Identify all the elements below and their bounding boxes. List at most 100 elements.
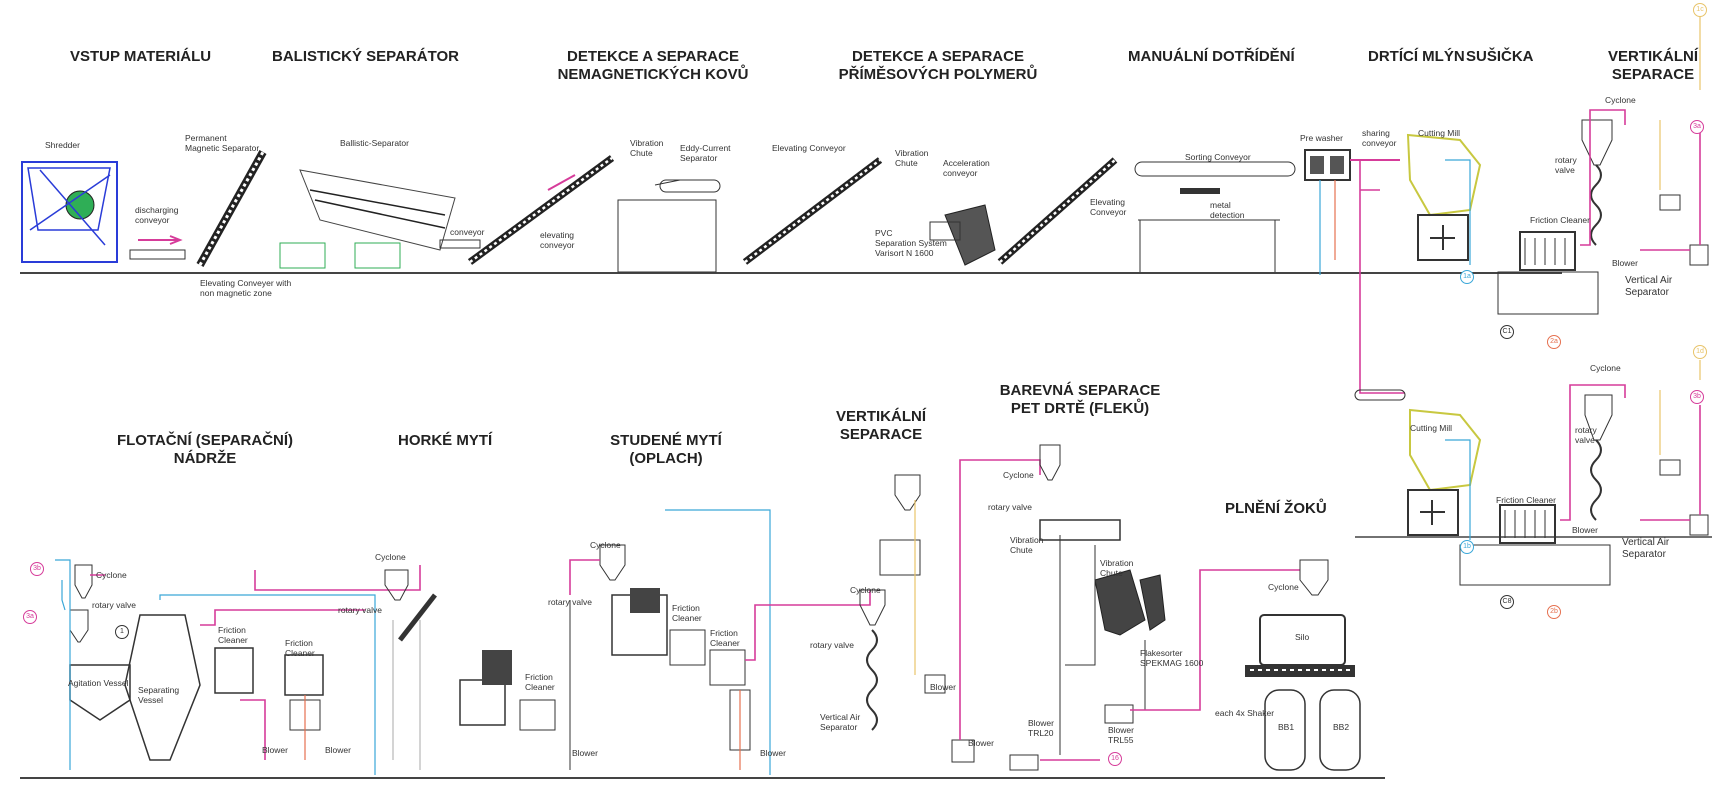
- label-shredder: Shredder: [45, 140, 80, 150]
- ballistic-separator: [280, 170, 455, 268]
- heading-susicka: SUŠIČKA: [1466, 48, 1534, 66]
- heading-detekce-polymeru: DETEKCE A SEPARACE PŘÍMĚSOVÝCH POLYMERŮ: [828, 48, 1048, 84]
- label-agitation: Agitation Vessel: [68, 678, 128, 688]
- badge-c1: C1: [1500, 325, 1514, 339]
- label-eddy: Eddy-Current Separator: [680, 143, 731, 163]
- label-prewasher: Pre washer: [1300, 133, 1343, 143]
- label-blower-trl20: Blower TRL20: [1028, 718, 1054, 738]
- badge-3b-left: 3b: [30, 562, 44, 576]
- heading-manualni: MANUÁLNÍ DOTŘÍDĚNÍ: [1128, 48, 1295, 66]
- label-bb2: BB2: [1333, 722, 1349, 732]
- friction-cleaner-mid: [1460, 505, 1610, 585]
- label-cyclone-fl: Cyclone: [96, 570, 127, 580]
- badge-1b: 1b: [1460, 540, 1474, 554]
- label-rotary-hm: rotary valve: [338, 605, 382, 615]
- label-friction-sm2: Friction Cleaner: [710, 628, 740, 648]
- label-elevating-conveyor2: Elevating Conveyor: [1090, 197, 1126, 217]
- pre-washer: [1305, 150, 1400, 180]
- heading-barevna: BAREVNÁ SEPARACE PET DRTĚ (FLEKŮ): [980, 382, 1180, 418]
- label-cutting-bottom: Cutting Mill: [1410, 423, 1452, 433]
- label-elevating-conveyor: Elevating Conveyor: [772, 143, 846, 153]
- label-blower-hm: Blower: [572, 748, 598, 758]
- label-blower-vs2: Blower: [968, 738, 994, 748]
- label-silo: Silo: [1295, 632, 1309, 642]
- badge-2b: 2b: [1547, 605, 1561, 619]
- heading-detekce-kovu: DETEKCE A SEPARACE NEMAGNETICKÝCH KOVŮ: [548, 48, 758, 84]
- label-vas-mr: Vertical Air Separator: [1622, 537, 1669, 561]
- badge-1d: 1d: [1693, 345, 1707, 359]
- elevating-conveyor-2: [440, 158, 612, 262]
- label-rotary-fl: rotary valve: [92, 600, 136, 610]
- label-cyclone-mr: Cyclone: [1590, 363, 1621, 373]
- label-blower-sm: Blower: [760, 748, 786, 758]
- label-conveyor: conveyor: [450, 227, 485, 237]
- badge-1a: 1a: [1460, 270, 1474, 284]
- label-permanent: Permanent Magnetic Separator: [185, 133, 259, 153]
- label-rotary-mr: rotary valve: [1575, 425, 1597, 445]
- label-vib-chute: Vibration Chute: [630, 138, 663, 158]
- hot-wash-unit: [385, 570, 555, 730]
- label-elevating-nm: Elevating Conveyer with non magnetic zon…: [200, 278, 291, 298]
- elevating-conveyor-1: [200, 152, 263, 265]
- eddy-current-separator: [618, 180, 720, 272]
- label-elevating-conv: elevating conveyor: [540, 230, 575, 250]
- label-pvc: PVC Separation System Varisort N 1600: [875, 228, 947, 258]
- heading-studene: STUDENÉ MYTÍ (OPLACH): [596, 432, 736, 468]
- heading-balisticky: BALISTICKÝ SEPARÁTOR: [272, 48, 459, 66]
- label-friction-tr: Friction Cleaner: [1530, 215, 1590, 225]
- label-blower-mr: Blower: [1572, 525, 1598, 535]
- label-cutting-top: Cutting Mill: [1418, 128, 1460, 138]
- label-vas-vs: Vertical Air Separator: [820, 712, 860, 732]
- label-friction-hm: Friction Cleaner: [525, 672, 555, 692]
- badge-3a-left: 3a: [23, 610, 37, 624]
- label-discharging: discharging conveyor: [135, 205, 178, 225]
- label-cyclone-vs: Cyclone: [850, 585, 881, 595]
- label-accel: Acceleration conveyor: [943, 158, 990, 178]
- cyclone-mid-right: [1585, 395, 1708, 535]
- badge-16: 16: [1108, 752, 1122, 766]
- label-vib-bs1: Vibration Chute: [1010, 535, 1043, 555]
- label-shaker: each 4x Shaker: [1215, 708, 1274, 718]
- label-vib-bs2: Vibration Chute: [1100, 558, 1133, 578]
- label-vas-tr: Vertical Air Separator: [1625, 275, 1672, 299]
- heading-horke: HORKÉ MYTÍ: [398, 432, 492, 450]
- badge-1: 1: [115, 625, 129, 639]
- label-bb1: BB1: [1278, 722, 1294, 732]
- heading-flotacni: FLOTAČNÍ (SEPARAČNÍ) NÁDRŽE: [100, 432, 310, 468]
- label-cyclone-hm: Cyclone: [375, 552, 406, 562]
- badge-3b: 3b: [1690, 390, 1704, 404]
- label-blower-tr: Blower: [1612, 258, 1638, 268]
- label-cyclone-bs: Cyclone: [1003, 470, 1034, 480]
- badge-c8: C8: [1500, 595, 1514, 609]
- label-cyclone-sm: Cyclone: [590, 540, 621, 550]
- label-flakesorter: Flakesorter SPEKMAG 1600: [1140, 648, 1203, 668]
- label-friction-mr: Friction Cleaner: [1496, 495, 1556, 505]
- badge-2a: 2a: [1547, 335, 1561, 349]
- heading-drtici: DRTÍCÍ MLÝN: [1368, 48, 1465, 66]
- label-blower-trl55: Blower TRL55: [1108, 725, 1134, 745]
- badge-3a: 3a: [1690, 120, 1704, 134]
- label-vib-chute2: Vibration Chute: [895, 148, 928, 168]
- label-friction-sm1: Friction Cleaner: [672, 603, 702, 623]
- badge-1c: 1c: [1693, 3, 1707, 17]
- label-sharing: sharing conveyor: [1362, 128, 1397, 148]
- flotation-vessels: [70, 565, 323, 760]
- label-blower-vs1: Blower: [930, 682, 956, 692]
- vertical-air-separator-bottom: [860, 475, 974, 762]
- label-friction-fl1: Friction Cleaner: [218, 625, 248, 645]
- cutting-mill-bottom: [1355, 390, 1480, 535]
- shredder-machine: [22, 162, 117, 262]
- label-ballistic: Ballistic-Separator: [340, 138, 409, 148]
- label-blower-fl1: Blower: [262, 745, 288, 755]
- label-friction-fl2: Friction Cleaner: [285, 638, 315, 658]
- heading-plneni: PLNĚNÍ ŽOKŮ: [1225, 500, 1327, 518]
- label-blower-fl2: Blower: [325, 745, 351, 755]
- label-cyclone-pz: Cyclone: [1268, 582, 1299, 592]
- cyclone-top-right: [1582, 120, 1708, 265]
- label-rotary-tr: rotary valve: [1555, 155, 1577, 175]
- discharging-conveyor: [130, 236, 185, 259]
- heading-vertikalni-top: VERTIKÁLNÍ SEPARACE: [1598, 48, 1708, 84]
- label-sorting: Sorting Conveyor: [1185, 152, 1251, 162]
- label-rotary-sm: rotary valve: [548, 597, 592, 607]
- label-metal: metal detection: [1210, 200, 1245, 220]
